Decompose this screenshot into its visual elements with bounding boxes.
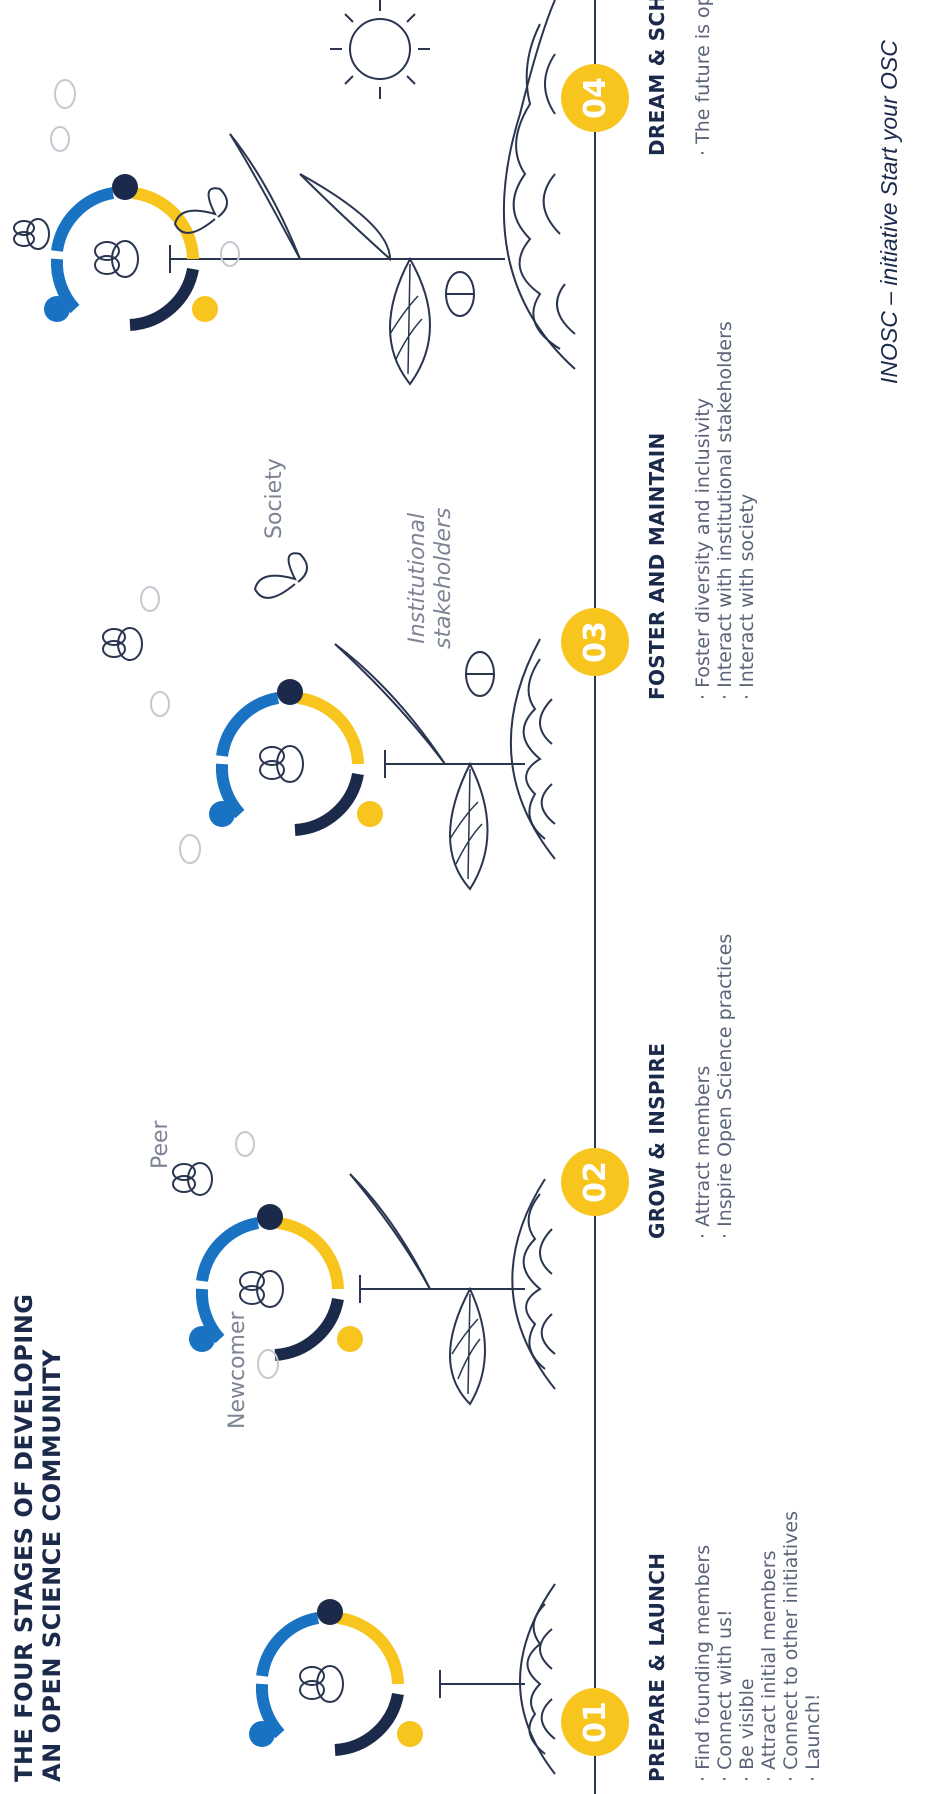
stage-badge-4: 04 [561, 64, 629, 132]
community-ring-2 [189, 1204, 363, 1361]
bullet-item: Interact with institutional stakeholders [714, 321, 736, 700]
label-society: Society [262, 458, 287, 539]
leaf-icon [449, 761, 489, 891]
label-peer: Peer [148, 1120, 173, 1169]
globe-icon-3 [509, 638, 556, 860]
stage-3-plant [102, 552, 556, 891]
bullet-item: Attract members [692, 934, 714, 1239]
leaf-icon [299, 173, 392, 262]
label-newcomer: Newcomer [225, 1311, 250, 1429]
community-ring-4 [44, 174, 218, 331]
bullet-item: Inspire Open Science practices [714, 934, 736, 1239]
label-institutional-stakeholders: Institutional stakeholders [405, 508, 457, 649]
bee-icon [102, 627, 143, 661]
stage-title-4: DREAM & SCHEME [645, 0, 669, 156]
faint-bee-icon [50, 79, 240, 267]
ladybug-icon [465, 651, 495, 697]
bee-icon [13, 218, 50, 250]
stage-title-2: GROW & INSPIRE [645, 1042, 669, 1239]
stage-1-plant [249, 1583, 556, 1775]
stage-2-plant [172, 1131, 556, 1406]
stage-4-plant [13, 0, 576, 386]
butterfly-icon [173, 187, 228, 234]
butterfly-icon [253, 552, 308, 599]
stage-bullets-2: Attract members Inspire Open Science pra… [692, 934, 736, 1239]
stage-bullets-3: Foster diversity and inclusivity Interac… [692, 321, 758, 700]
bullet-item: Be visible [736, 1511, 758, 1782]
bullet-item: Foster diversity and inclusivity [692, 321, 714, 700]
bullet-item: Find founding members [692, 1511, 714, 1782]
bee-icon [259, 745, 304, 783]
bullet-item: Connect to other initiatives [780, 1511, 802, 1782]
bullet-item: Attract initial members [758, 1511, 780, 1782]
sun-icon [330, 0, 430, 99]
stage-title-3: FOSTER AND MAINTAIN [645, 432, 669, 700]
leaf-icon [349, 1173, 431, 1290]
bullet-item: Connect with us! [714, 1511, 736, 1782]
label-institutional-line-1: Institutional [405, 512, 430, 644]
bee-icon [239, 1270, 284, 1308]
stage-title-1: PREPARE & LAUNCH [645, 1552, 669, 1782]
globe-icon-2 [511, 1178, 556, 1390]
community-ring-3 [209, 679, 383, 836]
community-ring-1 [249, 1599, 423, 1756]
ladybug-icon [445, 271, 475, 317]
faint-bee-icon [140, 586, 201, 864]
stage-badge-1: 01 [561, 1688, 629, 1756]
bee-icon [172, 1162, 213, 1196]
bullet-item: Interact with society [736, 321, 758, 700]
leaf-icon [449, 1286, 486, 1406]
globe-icon-1 [519, 1583, 556, 1775]
label-institutional-line-2: stakeholders [431, 507, 456, 649]
leaf-icon [229, 133, 301, 260]
stage-bullets-1: Find founding members Connect with us! B… [692, 1511, 824, 1782]
bee-icon [299, 1665, 344, 1703]
bee-icon [94, 240, 139, 278]
stage-badge-3: 03 [561, 608, 629, 676]
leaf-icon [389, 256, 431, 386]
stage-badge-2: 02 [561, 1148, 629, 1216]
globe-icon-4 [502, 0, 576, 370]
stage-bullets-4: The future is open! [692, 0, 714, 156]
bullet-item: The future is open! [692, 0, 714, 156]
faint-bee-icon [235, 1131, 279, 1379]
bullet-item: Launch! [802, 1511, 824, 1782]
credit-text: INOSC – initiative Start your OSC [876, 40, 902, 384]
